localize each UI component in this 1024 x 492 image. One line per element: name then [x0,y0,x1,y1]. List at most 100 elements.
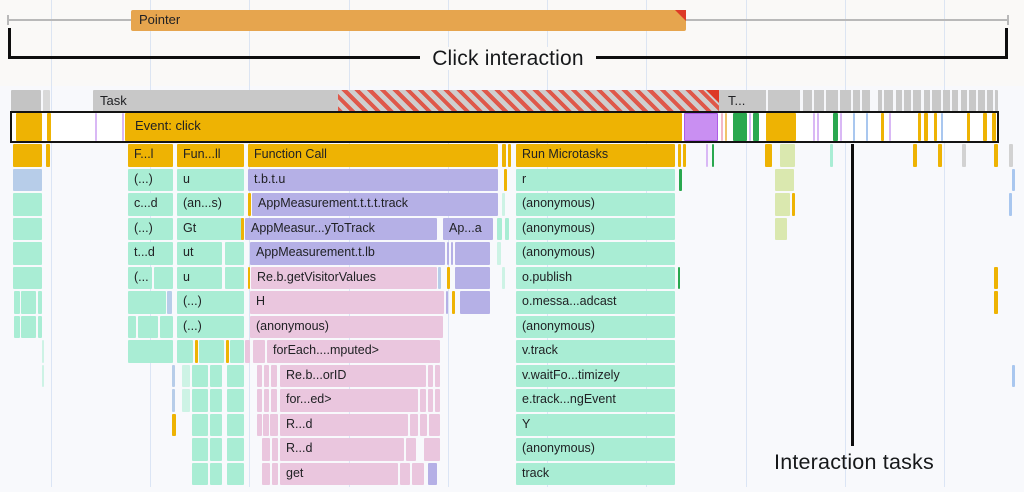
flame-bar[interactable]: R...d [280,438,404,461]
flame-bar[interactable] [210,365,222,388]
flame-bar[interactable] [245,340,250,363]
flame-bar[interactable] [792,193,795,216]
flame-bar[interactable] [138,316,158,339]
flame-bar[interactable] [172,365,175,388]
flame-bar[interactable] [195,340,198,363]
flame-bar[interactable] [428,389,433,412]
flame-bar[interactable] [706,144,708,167]
flame-bar[interactable] [272,438,278,461]
flame-bar[interactable] [938,144,942,167]
flame-bar[interactable] [257,414,262,437]
flame-bar[interactable]: u [177,267,222,290]
flame-bar[interactable] [451,242,453,265]
flame-bar[interactable]: forEach....mputed> [267,340,440,363]
flame-bar[interactable] [227,414,244,437]
flame-bar[interactable] [455,267,490,290]
flame-bar[interactable] [192,463,208,486]
flame-bar[interactable] [412,463,424,486]
flame-bar[interactable]: (anonymous) [516,316,675,339]
flame-bar[interactable]: (anonymous) [516,242,675,265]
flame-bar[interactable]: H [250,291,444,314]
flame-bar[interactable] [775,169,794,192]
flame-bar[interactable] [438,267,441,290]
flame-bar[interactable]: Function Call [248,144,498,167]
event-segment[interactable] [95,113,97,141]
flame-bar[interactable] [994,267,998,290]
flame-bar[interactable]: r [516,169,675,192]
flame-bar[interactable] [13,242,42,265]
event-segment[interactable] [840,113,842,141]
flame-bar[interactable]: ut [177,242,222,265]
flame-bar[interactable] [160,316,173,339]
flame-bar[interactable]: AppMeasurement.t.lb [250,242,445,265]
flame-bar[interactable] [455,242,490,265]
flame-bar[interactable] [429,414,440,437]
flame-bar[interactable] [241,218,244,241]
flame-bar[interactable]: Gt [177,218,244,241]
flame-bar[interactable] [227,365,244,388]
flame-bar[interactable] [775,218,787,241]
flame-bar[interactable] [128,291,166,314]
flame-bar[interactable] [406,438,416,461]
flame-bar[interactable] [230,340,244,363]
flame-bar[interactable] [172,414,176,437]
flame-bar[interactable]: Fun...ll [177,144,244,167]
flame-bar[interactable] [830,144,833,167]
flame-bar[interactable] [192,389,208,412]
flame-bar[interactable] [192,438,208,461]
flame-bar[interactable]: (anonymous) [250,316,443,339]
flame-bar[interactable] [227,438,244,461]
event-segment[interactable] [866,113,868,141]
flame-bar[interactable] [14,316,20,339]
flame-bar[interactable]: Run Microtasks [516,144,675,167]
flame-bar[interactable] [263,414,269,437]
flame-bar[interactable]: (...) [128,218,173,241]
flame-bar[interactable] [913,144,917,167]
flame-bar[interactable] [428,365,433,388]
flame-bar[interactable] [420,414,427,437]
flame-bar[interactable] [502,267,505,290]
flame-bar[interactable]: e.track...ngEvent [516,389,675,412]
flame-bar[interactable] [199,340,224,363]
flame-bar[interactable]: Ap...a [443,218,493,241]
flame-bar[interactable] [271,389,277,412]
flame-bar[interactable] [775,193,790,216]
flame-bar[interactable] [262,438,270,461]
flame-bar[interactable] [447,267,450,290]
flame-bar[interactable] [400,463,410,486]
event-click-bar[interactable]: Event: click [125,113,682,141]
flame-bar[interactable] [678,144,681,167]
flame-bar[interactable]: (...) [128,169,173,192]
event-segment[interactable] [122,113,124,141]
flame-bar[interactable] [270,414,278,437]
flame-bar[interactable] [508,144,511,167]
flame-bar[interactable]: o.publish [516,267,675,290]
flame-bar[interactable] [424,438,440,461]
flame-bar[interactable] [13,267,42,290]
flame-bar[interactable] [765,144,772,167]
flame-bar[interactable] [21,291,36,314]
flame-bar[interactable] [13,218,42,241]
flame-bar[interactable] [502,193,505,216]
flame-bar[interactable] [13,144,42,167]
flame-bar[interactable]: track [516,463,675,486]
task-fragment[interactable] [43,90,50,112]
flame-bar[interactable] [435,365,440,388]
flame-bar[interactable] [428,463,437,486]
flame-bar[interactable]: o.messa...adcast [516,291,675,314]
event-segment[interactable] [733,113,747,141]
flame-bar[interactable] [447,242,449,265]
flame-bar[interactable] [13,193,42,216]
flame-bar[interactable] [264,365,269,388]
flame-bar[interactable] [1009,144,1013,167]
flame-bar[interactable] [128,340,173,363]
flame-bar[interactable] [225,267,244,290]
event-segment[interactable] [853,113,855,141]
flame-bar[interactable]: u [177,169,244,192]
flame-bar[interactable] [502,144,506,167]
event-segment[interactable] [941,113,943,141]
flame-bar[interactable] [683,144,686,167]
flame-bar[interactable] [177,340,193,363]
flame-bar[interactable] [227,389,244,412]
flame-bar[interactable] [248,267,250,290]
